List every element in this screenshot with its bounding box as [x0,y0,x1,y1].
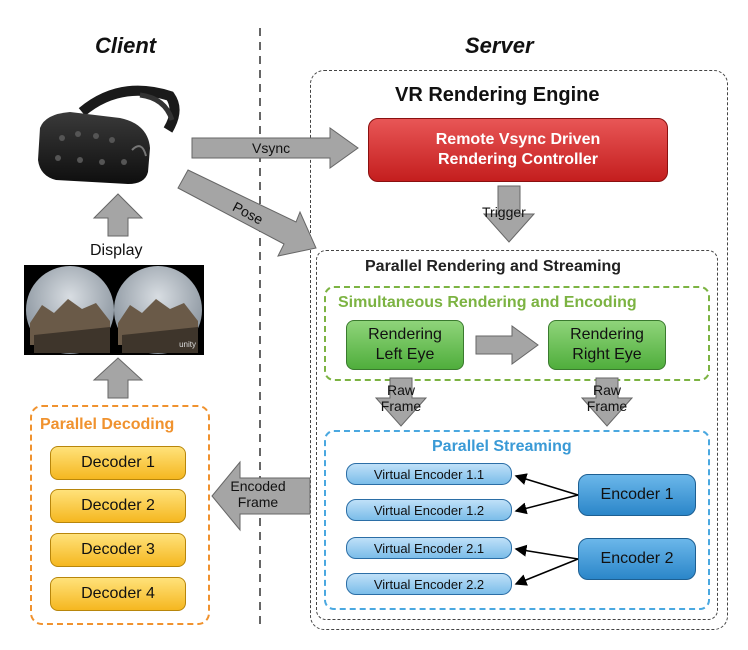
trigger-label: Trigger [482,204,526,220]
enc1-to-ve12-line [514,494,579,515]
trigger-arrow [482,185,536,243]
encoded-frame-arrow [211,460,311,532]
decoder-2: Decoder 2 [50,489,186,523]
virtual-encoder-2-1: Virtual Encoder 2.1 [346,537,512,559]
decoder-3: Decoder 3 [50,533,186,567]
rendering-right-eye-label: Rendering Right Eye [570,326,644,363]
virtual-encoder-1-2: Virtual Encoder 1.2 [346,499,512,521]
parallel-decoding-box [30,405,210,625]
enc1-to-ve11-line [514,473,579,496]
raw-frame-label-right: Raw Frame [586,382,628,414]
decode-to-display-arrow [92,357,144,399]
simultaneous-rendering-box [324,286,710,381]
stereo-view-icon [26,266,202,354]
vsync-label: Vsync [252,140,291,156]
render-sequence-arrow [475,325,539,365]
parallel-streaming-title: Parallel Streaming [432,438,572,455]
stereo-display-image: unity [24,265,204,355]
raw-frame-arrow-right [580,377,634,427]
enc2-to-ve22-line [514,558,579,586]
rendering-left-eye: Rendering Left Eye [346,320,464,370]
decoder-1: Decoder 1 [50,446,186,480]
parallel-decoding-title: Parallel Decoding [40,416,175,433]
server-header: Server [465,33,534,58]
client-header: Client [95,33,157,58]
decoder-4: Decoder 4 [50,577,186,611]
rendering-right-eye: Rendering Right Eye [548,320,666,370]
display-label: Display [90,242,143,259]
controller-label: Remote Vsync Driven Rendering Controller [435,131,601,168]
parallel-rendering-streaming-title: Parallel Rendering and Streaming [365,258,622,275]
encoder-2: Encoder 2 [578,538,696,580]
virtual-encoder-1-1: Virtual Encoder 1.1 [346,463,512,485]
encoder-1: Encoder 1 [578,474,696,516]
raw-frame-arrow-left [374,377,428,427]
virtual-encoder-2-2: Virtual Encoder 2.2 [346,573,512,595]
unity-logo-label: unity [179,340,196,349]
encoded-frame-label: Encoded Frame [230,478,286,510]
parallel-rendering-streaming-box [316,250,718,620]
pose-arrow [177,169,317,257]
raw-frame-label-left: Raw Frame [380,382,422,414]
vsync-arrow [191,127,359,169]
vr-rendering-engine-box [310,70,728,630]
display-to-headset-arrow [92,193,144,237]
remote-vsync-controller: Remote Vsync Driven Rendering Controller [368,118,668,182]
enc2-to-ve21-line [514,544,579,560]
simultaneous-rendering-title: Simultaneous Rendering and Encoding [338,294,637,311]
vr-rendering-engine-title: VR Rendering Engine [395,84,600,106]
rendering-left-eye-label: Rendering Left Eye [368,326,442,363]
parallel-streaming-box [324,430,710,610]
